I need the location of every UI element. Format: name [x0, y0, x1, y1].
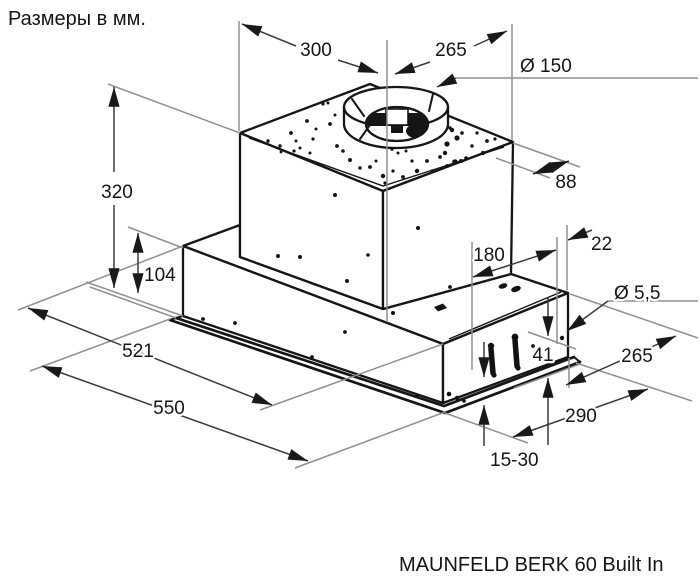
dim-line-550: [41, 365, 309, 462]
dim-duct-diameter: Ø 150: [520, 56, 572, 77]
product-title: MAUNFELD BERK 60 Built In: [399, 554, 664, 576]
dim-line-290: [512, 388, 649, 438]
dim-width-outer: 550: [153, 398, 185, 419]
dim-line-88: [532, 160, 570, 175]
dim-side-gap: 22: [591, 234, 612, 255]
dim-side-depth: 265: [621, 346, 653, 367]
dim-top-width: 300: [300, 40, 332, 61]
dim-height-total: 320: [101, 182, 133, 203]
dim-width-inner: 521: [122, 341, 154, 362]
dimension-lines: [27, 23, 677, 462]
dimension-labels: 300 265 Ø 150 88 320 104 180 22 Ø 5,5 52…: [99, 38, 663, 474]
dim-panel-thickness: 15-30: [490, 450, 539, 471]
dim-line-180: [472, 249, 557, 278]
leader-hole-diameter: [566, 300, 609, 332]
face-holes: [201, 193, 565, 403]
dim-height-body: 104: [144, 265, 176, 286]
duct-collar: [342, 85, 450, 150]
dim-line-265-side: [565, 335, 677, 386]
dim-line-300: [241, 23, 297, 47]
dim-bottom-depth: 290: [565, 406, 597, 427]
dim-top-depth: 265: [435, 40, 467, 61]
dim-duct-offset: 88: [555, 172, 576, 193]
dim-top-inset: 180: [473, 245, 505, 266]
cable-hooks: [487, 333, 521, 378]
dim-line-265-top: [394, 61, 431, 75]
units-note: Размеры в мм.: [8, 8, 146, 30]
vent-slot: [434, 303, 447, 312]
leader-22: [567, 227, 593, 241]
leader-duct-diameter: [436, 73, 458, 88]
dim-clamp-gap: 41: [532, 345, 553, 366]
perforation-dots: [266, 101, 497, 185]
dim-hole-diameter: Ø 5,5: [614, 283, 660, 304]
